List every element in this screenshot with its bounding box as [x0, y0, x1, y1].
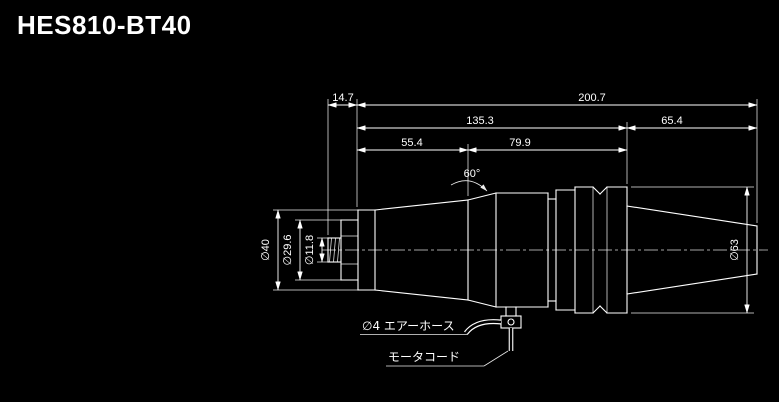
callout-labels: ∅4 エアーホース モータコード: [360, 319, 509, 367]
dim-collet-diameter: ∅11.8: [304, 235, 316, 265]
angle-leader: [450, 180, 488, 192]
hose-and-cord: [464, 319, 514, 351]
dim-nut-diameter: ∅29.6: [282, 235, 294, 266]
page-title: HES810-BT40: [17, 10, 192, 40]
dim-taper-length: 65.4: [661, 115, 682, 127]
air-hose-label: ∅4 エアーホース: [362, 319, 455, 333]
dim-body-length: 135.3: [466, 115, 494, 127]
dim-total-length: 200.7: [578, 92, 606, 104]
dim-nose-length: 14.7: [332, 92, 353, 104]
dimension-lines: [275, 102, 758, 314]
dim-mid-length: 79.9: [509, 137, 530, 149]
dim-nose-diameter: ∅40: [260, 239, 272, 261]
dim-front-length: 55.4: [401, 137, 422, 149]
motor-cord-label: モータコード: [388, 350, 460, 364]
dim-flange-diameter: ∅63: [729, 239, 741, 261]
extension-lines: [273, 99, 758, 314]
spindle-outline: [327, 186, 758, 329]
dim-cone-angle: 60°: [464, 168, 481, 180]
dimension-labels: 14.7 200.7 135.3 65.4 55.4 79.9 60° ∅40 …: [260, 92, 741, 266]
motor-cord-leader: [483, 350, 509, 367]
